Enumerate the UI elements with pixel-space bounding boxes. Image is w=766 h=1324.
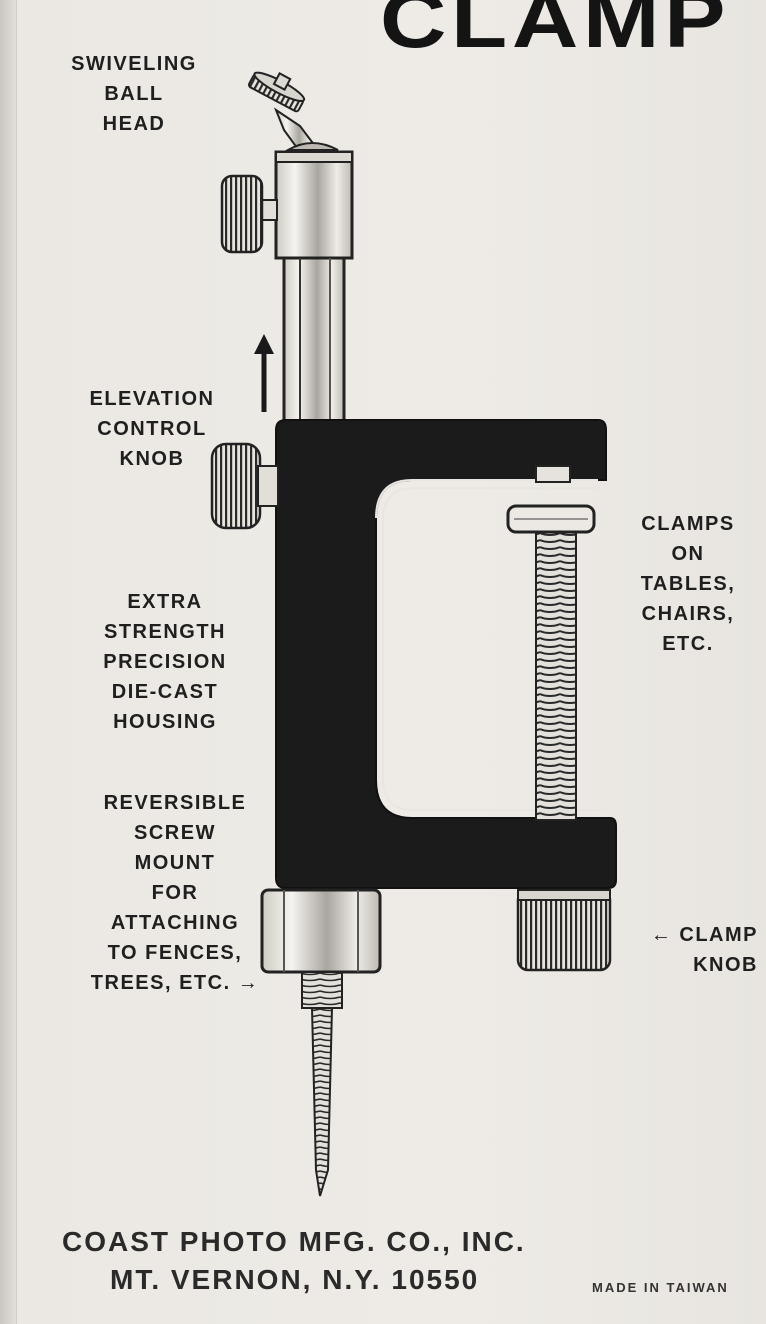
screw-mount-icon <box>260 888 382 1197</box>
head-block-icon <box>220 150 354 260</box>
box-edge-shadow <box>0 0 17 1324</box>
label-elevation-control-knob: ELEVATION CONTROL KNOB <box>89 388 215 470</box>
elevation-knob-icon <box>210 442 279 530</box>
company-name: COAST PHOTO MFG. CO., INC. <box>62 1226 526 1257</box>
label-reversible-screw-mount: REVERSIBLE SCREW MOUNT FOR ATTACHING TO … <box>90 792 260 994</box>
label-swiveling-ball-head: SWIVELING BALL HEAD <box>71 53 197 135</box>
clamp-screw-icon <box>506 504 596 821</box>
made-in-label: MADE IN TAIWAN <box>592 1280 729 1295</box>
arrow-up-icon <box>254 334 274 412</box>
company-address: MT. VERNON, N.Y. 10550 <box>110 1264 480 1295</box>
clamp-knob-icon <box>516 888 612 972</box>
label-clamp-knob: ← CLAMP KNOB <box>650 924 758 976</box>
ball-head-icon <box>248 71 339 154</box>
label-clamps-on-tables: CLAMPS ON TABLES, CHAIRS, ETC. <box>640 513 736 655</box>
product-title: CLAMP <box>380 0 731 64</box>
label-die-cast-housing: EXTRA STRENGTH PRECISION DIE-CAST HOUSIN… <box>103 591 227 733</box>
die-cast-housing-icon <box>275 419 617 889</box>
elevation-column-icon <box>282 256 346 428</box>
